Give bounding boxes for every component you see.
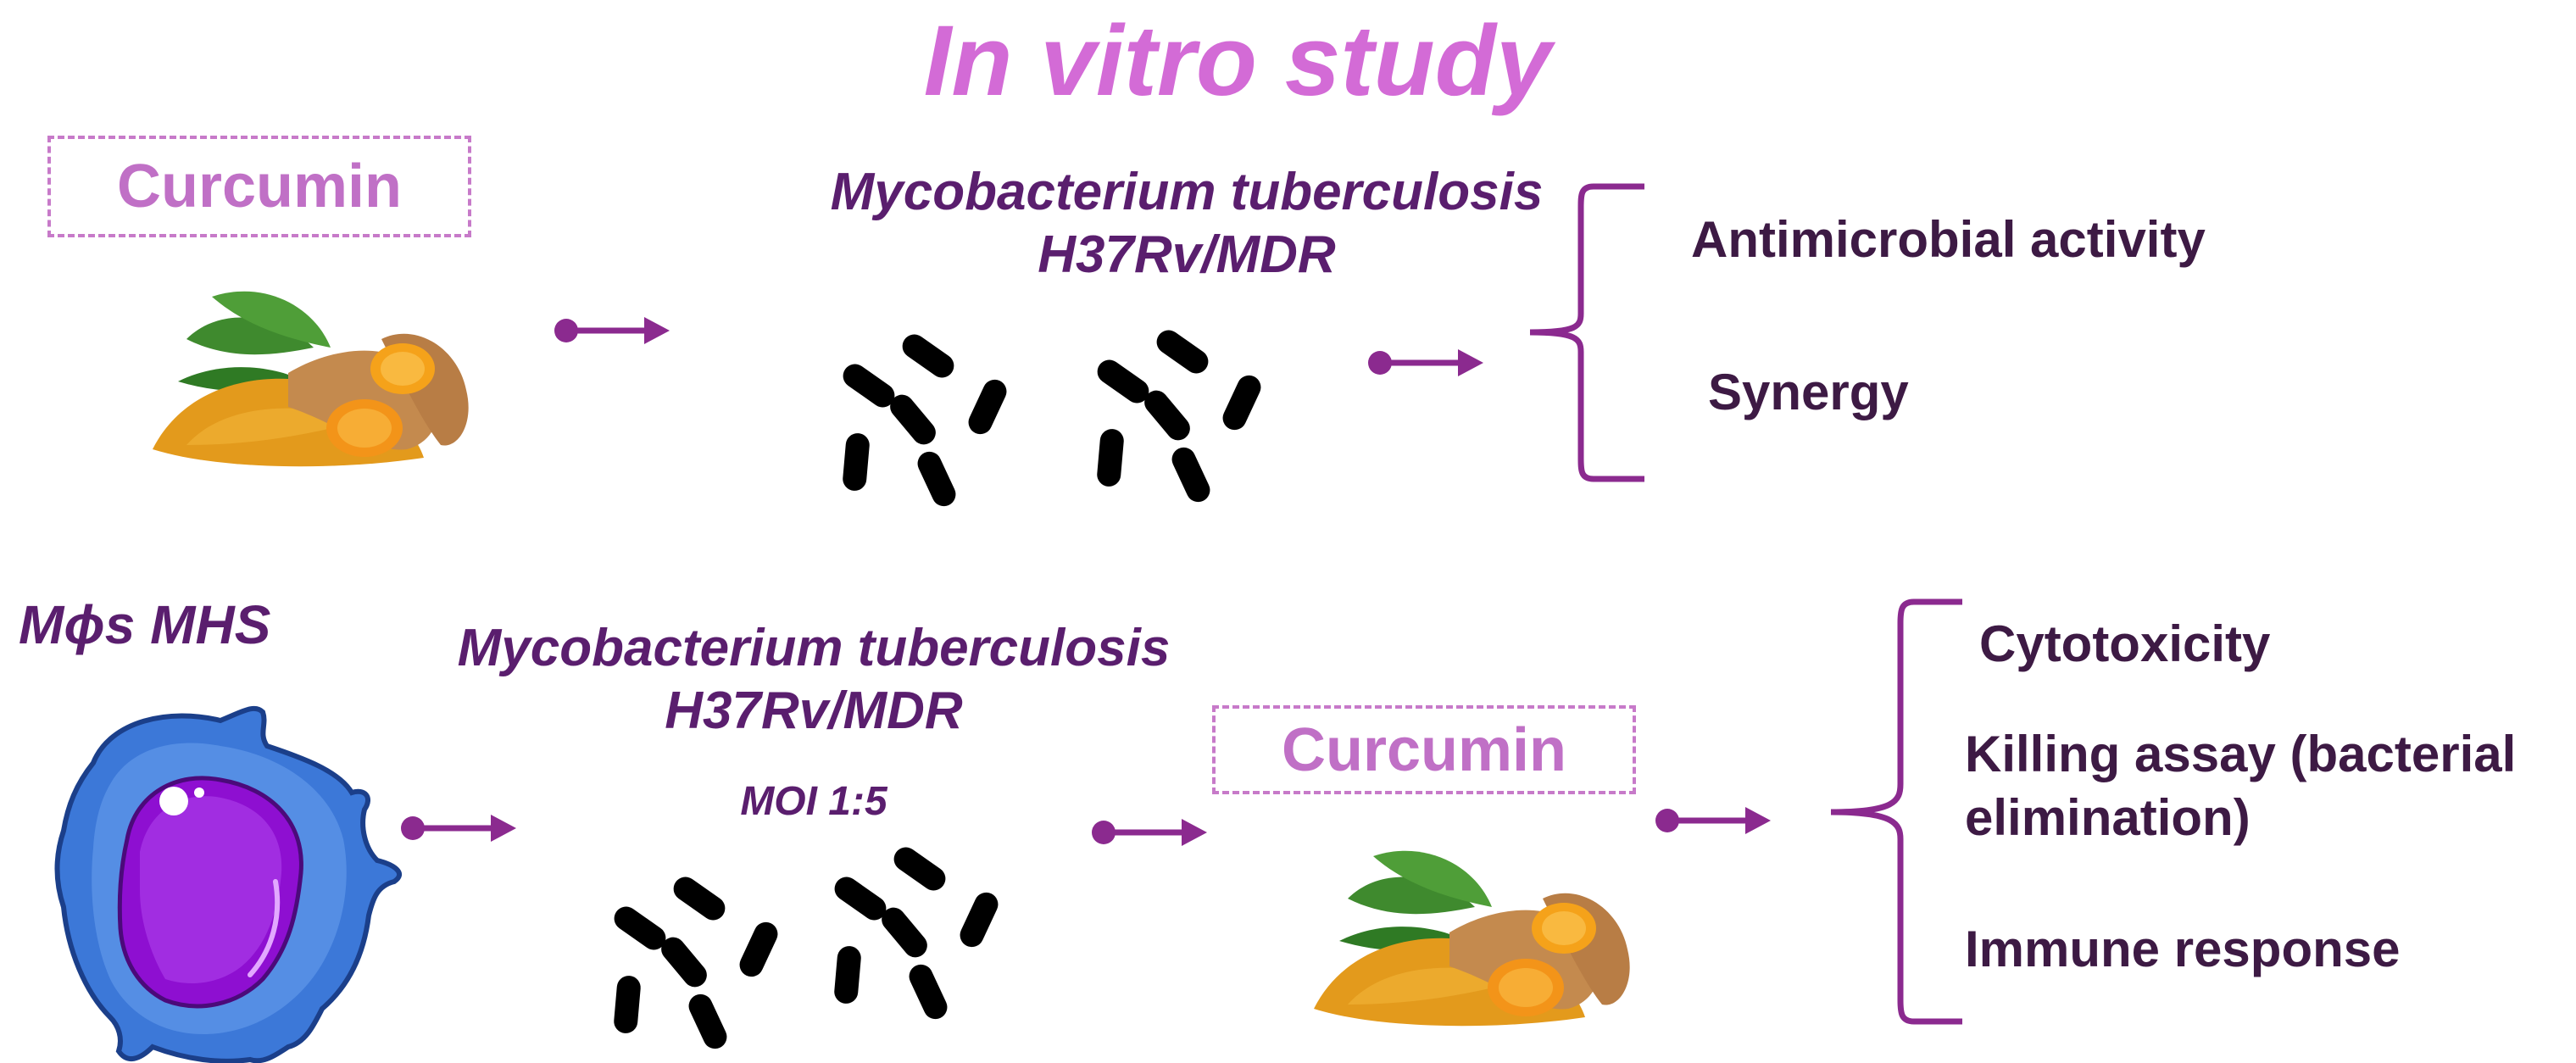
turmeric-icon — [1314, 850, 1630, 1027]
arrow-icon — [554, 317, 670, 344]
organism-label-bottom: Mycobacterium tuberculosis H37Rv/MDR — [424, 617, 1204, 743]
turmeric-icon — [153, 291, 469, 467]
curcumin-box-top: Curcumin — [47, 136, 471, 237]
bacteria-icon — [609, 872, 782, 1053]
outcome-killing-assay: Killing assay (bacterial elimination) — [1965, 726, 2517, 846]
moi-label: MOI 1:5 — [740, 779, 887, 824]
outcome-synergy: Synergy — [1708, 364, 1909, 420]
curcumin-label-top: Curcumin — [116, 153, 403, 220]
arrow-icon — [1655, 807, 1771, 834]
organism-name-top: Mycobacterium tuberculosis — [830, 163, 1544, 221]
page-title: In vitro study — [923, 5, 1552, 117]
bacteria-icon — [838, 330, 1011, 510]
macrophage-icon — [54, 705, 402, 1063]
bacteria-icon — [830, 843, 1003, 1023]
macrophage-label: Mϕs MHS — [19, 594, 271, 655]
organism-label-top: Mycobacterium tuberculosis H37Rv/MDR — [729, 161, 1644, 287]
outcome-immune-response: Immune response — [1965, 921, 2401, 977]
outcome-cytotoxicity: Cytotoxicity — [1979, 615, 2271, 672]
brace-icon-bottom — [1830, 598, 1962, 1025]
curcumin-box-bottom: Curcumin — [1212, 705, 1636, 794]
arrow-icon — [401, 815, 516, 842]
organism-name-bottom: Mycobacterium tuberculosis — [457, 619, 1171, 677]
curcumin-label-bottom: Curcumin — [1281, 715, 1567, 784]
outcome-antimicrobial-activity: Antimicrobial activity — [1691, 211, 2206, 268]
brace-icon-top — [1529, 183, 1644, 482]
organism-strain-bottom: H37Rv/MDR — [665, 682, 963, 741]
organism-strain-top: H37Rv/MDR — [1038, 225, 1336, 285]
bacteria-icon — [1093, 326, 1266, 506]
arrow-icon — [1092, 819, 1207, 846]
arrow-icon — [1368, 349, 1483, 376]
